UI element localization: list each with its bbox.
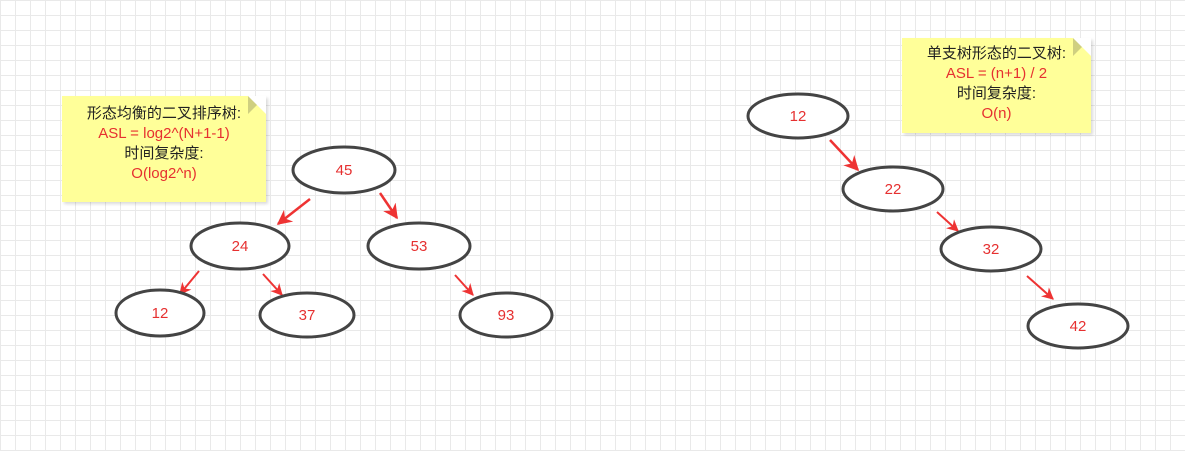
note-complexity-label: 时间复杂度: — [956, 85, 1037, 102]
tree-node[interactable]: 53 — [366, 221, 472, 271]
node-ellipse — [291, 145, 397, 195]
node-ellipse — [366, 221, 472, 271]
tree-node[interactable]: 93 — [458, 291, 554, 339]
edge-24-12 — [179, 270, 200, 295]
node-ellipse — [1026, 302, 1130, 350]
edge-53-93 — [454, 274, 474, 296]
edge-22-32 — [936, 211, 959, 232]
node-ellipse — [114, 288, 206, 338]
edge-45-53 — [378, 192, 399, 220]
edge-32-42 — [1026, 275, 1054, 300]
node-ellipse — [841, 165, 945, 213]
note-title: 单支树形态的二叉树: — [926, 45, 1067, 62]
node-label: 37 — [299, 307, 316, 324]
note-complexity-label: 时间复杂度: — [124, 145, 204, 162]
node-label: 93 — [498, 307, 515, 324]
node-label: 12 — [152, 305, 169, 322]
node-label: 42 — [1070, 318, 1087, 335]
tree-node[interactable]: 12 — [114, 288, 206, 338]
note-title: 形态均衡的二叉排序树: — [86, 105, 242, 122]
tree-node[interactable]: 42 — [1026, 302, 1130, 350]
tree-node[interactable]: 45 — [291, 145, 397, 195]
node-label: 32 — [983, 241, 1000, 258]
node-ellipse — [458, 291, 554, 339]
note-balanced-tree[interactable]: 形态均衡的二叉排序树: ASL = log2^(N+1-1) 时间复杂度: O(… — [62, 96, 266, 202]
tree-node[interactable]: 24 — [189, 221, 291, 271]
edge-45-24 — [276, 198, 311, 225]
node-label: 12 — [790, 108, 807, 125]
edge-24-37 — [262, 273, 283, 296]
tree-node[interactable]: 32 — [939, 225, 1043, 273]
note-fold-corner — [1073, 38, 1091, 56]
tree-node[interactable]: 22 — [841, 165, 945, 213]
note-complexity: O(log2^n) — [131, 165, 197, 182]
node-label: 45 — [336, 162, 353, 179]
note-fold-corner — [248, 96, 266, 114]
note-asl: ASL = (n+1) / 2 — [945, 65, 1048, 82]
node-label: 22 — [885, 181, 902, 198]
node-label: 24 — [232, 238, 249, 255]
node-ellipse — [746, 92, 850, 140]
edge-12-22 — [829, 139, 860, 172]
note-complexity: O(n) — [981, 105, 1012, 122]
note-asl: ASL = log2^(N+1-1) — [98, 125, 230, 142]
note-single-branch-tree[interactable]: 单支树形态的二叉树: ASL = (n+1) / 2 时间复杂度: O(n) — [902, 38, 1091, 133]
node-ellipse — [939, 225, 1043, 273]
tree-node[interactable]: 37 — [258, 291, 356, 339]
node-label: 53 — [411, 238, 428, 255]
node-ellipse — [189, 221, 291, 271]
node-ellipse — [258, 291, 356, 339]
tree-node[interactable]: 12 — [746, 92, 850, 140]
